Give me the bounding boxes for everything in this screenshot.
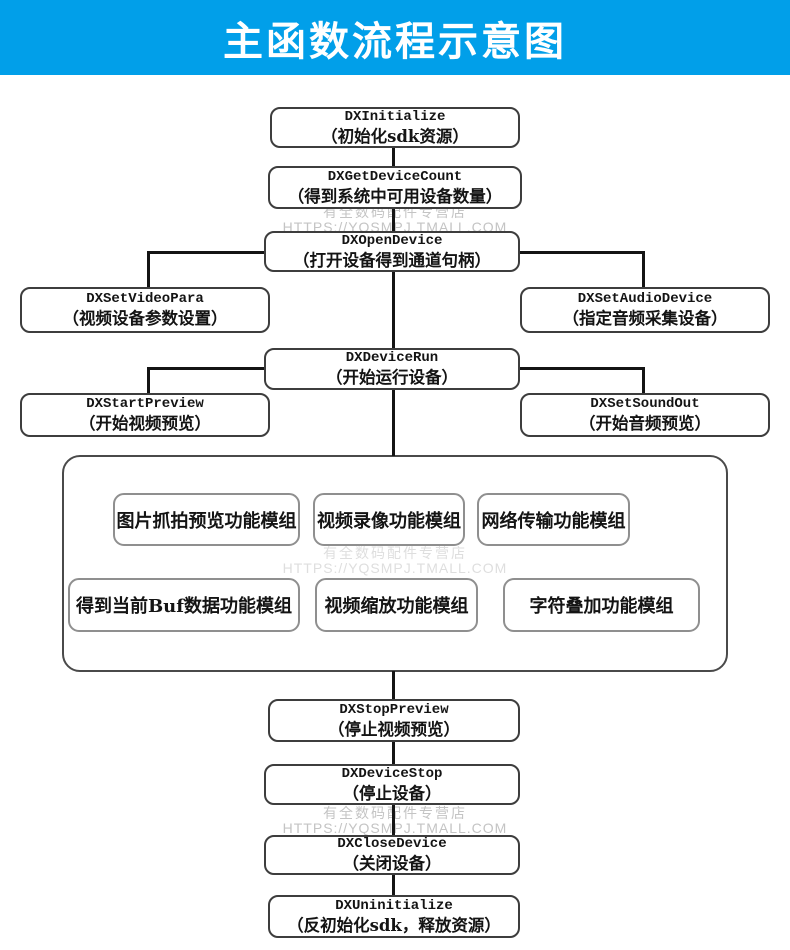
node-fn-label: DXGetDeviceCount [327, 168, 463, 185]
node-dx-uninitialize: DXUninitialize （反初始化sdk，释放资源） [268, 895, 520, 938]
node-desc-label: （反初始化sdk，释放资源） [287, 915, 501, 935]
watermark-store-name: 有全数码配件专营店 [323, 805, 467, 821]
node-desc-label: （开始运行设备） [326, 368, 458, 388]
connector-run-left-h [147, 367, 266, 370]
module-image-capture-preview: 图片抓拍预览功能模组 [113, 493, 300, 546]
connector-open-to-run [392, 272, 395, 350]
node-fn-label: DXSetVideoPara [86, 291, 204, 308]
node-fn-label: DXOpenDevice [341, 232, 443, 249]
node-fn-label: DXCloseDevice [337, 836, 447, 853]
connector-close-to-uninit [392, 874, 395, 897]
node-desc-label: （开始音频预览） [579, 414, 711, 434]
node-dx-device-run: DXDeviceRun （开始运行设备） [264, 348, 520, 390]
node-dx-start-preview: DXStartPreview （开始视频预览） [20, 393, 270, 437]
node-fn-label: DXSetAudioDevice [577, 291, 713, 308]
node-dx-set-video-para: DXSetVideoPara （视频设备参数设置） [20, 287, 270, 333]
title-banner: 主函数流程示意图 [0, 0, 790, 75]
function-modules-group [62, 455, 728, 672]
watermark-bottom: 有全数码配件专营店 HTTPS://YQSMPJ.TMALL.COM [0, 806, 790, 836]
node-fn-label: DXUninitialize [335, 897, 453, 914]
node-desc-label: （关闭设备） [342, 854, 442, 874]
node-desc-label: （停止设备） [342, 783, 442, 803]
node-desc-label: （得到系统中可用设备数量） [287, 186, 503, 206]
page-title: 主函数流程示意图 [223, 19, 567, 64]
node-fn-label: DXSetSoundOut [590, 396, 700, 413]
watermark-url: HTTPS://YQSMPJ.TMALL.COM [0, 821, 790, 836]
connector-run-right-h [519, 367, 645, 370]
connector-open-right-v [642, 251, 645, 289]
node-desc-label: （初始化sdk资源） [321, 126, 469, 146]
node-dx-set-sound-out: DXSetSoundOut （开始音频预览） [520, 393, 770, 437]
connector-stoppreview-to-devicestop [392, 741, 395, 767]
node-dx-close-device: DXCloseDevice （关闭设备） [264, 835, 520, 875]
node-fn-label: DXStartPreview [86, 396, 204, 413]
module-network-transfer: 网络传输功能模组 [477, 493, 630, 546]
node-dx-device-stop: DXDeviceStop （停止设备） [264, 764, 520, 805]
module-get-current-buf: 得到当前Buf数据功能模组 [68, 578, 300, 632]
connector-group-to-stoppreview [392, 671, 395, 701]
node-dx-open-device: DXOpenDevice （打开设备得到通道句柄） [264, 231, 520, 272]
connector-run-left-v [147, 367, 150, 395]
connector-open-left-v [147, 251, 150, 289]
node-fn-label: DXDeviceStop [341, 765, 443, 782]
connector-init-to-getcount [392, 147, 395, 168]
connector-run-to-group [392, 389, 395, 456]
module-text-overlay: 字符叠加功能模组 [503, 578, 700, 632]
node-desc-label: （开始视频预览） [79, 414, 211, 434]
node-desc-label: （视频设备参数设置） [62, 309, 228, 329]
node-desc-label: （指定音频采集设备） [562, 309, 728, 329]
connector-run-right-v [642, 367, 645, 395]
node-desc-label: （停止视频预览） [328, 719, 460, 739]
node-dx-set-audio-device: DXSetAudioDevice （指定音频采集设备） [520, 287, 770, 333]
connector-devicestop-to-close [392, 804, 395, 837]
module-video-record: 视频录像功能模组 [313, 493, 465, 546]
connector-open-left-h [147, 251, 266, 254]
node-fn-label: DXInitialize [344, 108, 446, 125]
node-desc-label: （打开设备得到通道句柄） [293, 250, 491, 270]
node-dx-get-device-count: DXGetDeviceCount （得到系统中可用设备数量） [268, 166, 522, 209]
connector-getcount-to-open [392, 209, 395, 233]
node-dx-initialize: DXInitialize （初始化sdk资源） [270, 107, 520, 148]
node-fn-label: DXDeviceRun [345, 350, 439, 367]
node-dx-stop-preview: DXStopPreview （停止视频预览） [268, 699, 520, 742]
node-fn-label: DXStopPreview [339, 701, 449, 718]
connector-open-right-h [519, 251, 645, 254]
module-video-zoom: 视频缩放功能模组 [315, 578, 478, 632]
